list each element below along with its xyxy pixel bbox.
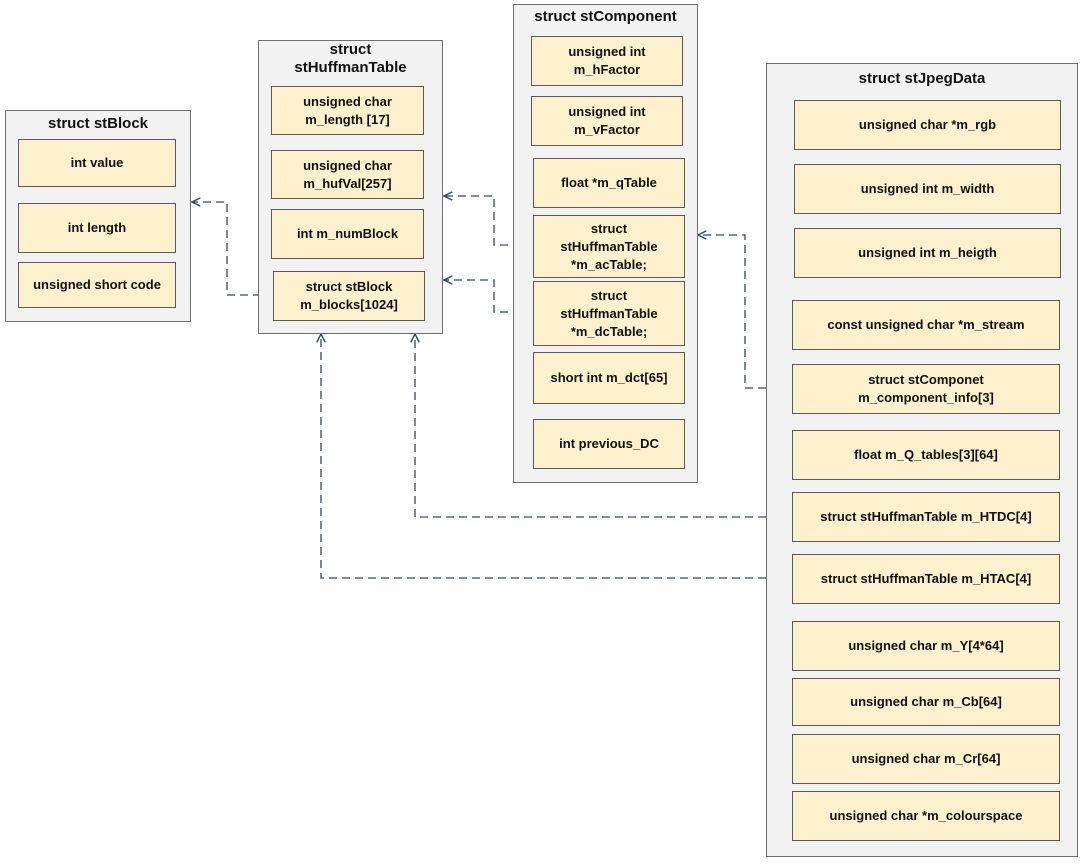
field-m-cr: unsigned char m_Cr[64]	[792, 734, 1060, 784]
field-m-dct: short int m_dct[65]	[533, 352, 685, 404]
struct-stblock: struct stBlock int value int length unsi…	[5, 110, 191, 322]
field-m-cb: unsigned char m_Cb[64]	[792, 678, 1060, 726]
field-m-hufval: unsigned char m_hufVal[257]	[271, 150, 424, 199]
field-m-component-info: struct stComponet m_component_info[3]	[792, 364, 1060, 414]
link-blocks-to-stblock	[192, 202, 274, 296]
field-value: int value	[18, 139, 176, 187]
field-code: unsigned short code	[18, 262, 176, 308]
struct-stjpegdata: struct stJpegData unsigned char *m_rgb u…	[766, 63, 1078, 857]
field-m-blocks: struct stBlock m_blocks[1024]	[273, 271, 425, 321]
struct-title: struct stBlock	[47, 115, 149, 132]
field-m-stream: const unsigned char *m_stream	[792, 300, 1060, 350]
link-htdc-to-huffmantable	[415, 334, 792, 518]
field-m-htdc: struct stHuffmanTable m_HTDC[4]	[792, 492, 1060, 542]
field-m-dctable: struct stHuffmanTable *m_dcTable;	[533, 281, 685, 346]
field-m-y: unsigned char m_Y[4*64]	[792, 621, 1060, 671]
link-htac-to-huffmantable	[321, 334, 792, 579]
struct-title: struct stComponent	[534, 8, 677, 25]
field-m-width: unsigned int m_width	[794, 164, 1061, 214]
struct-title: struct stJpegData	[858, 70, 986, 87]
field-m-htac: struct stHuffmanTable m_HTAC[4]	[792, 554, 1060, 604]
field-m-heigth: unsigned int m_heigth	[794, 228, 1061, 278]
link-component-info-to-stcomponent	[698, 235, 792, 389]
field-m-q-tables: float m_Q_tables[3][64]	[792, 430, 1060, 480]
field-previous-dc: int previous_DC	[533, 419, 685, 469]
field-m-numblock: int m_numBlock	[271, 209, 424, 259]
field-m-actable: struct stHuffmanTable *m_acTable;	[533, 215, 685, 278]
field-m-qtable: float *m_qTable	[533, 158, 685, 208]
struct-sthuffmantable: struct stHuffmanTable unsigned char m_le…	[258, 40, 443, 334]
field-m-length: unsigned char m_length [17]	[271, 86, 424, 135]
struct-title: struct stHuffmanTable	[294, 41, 407, 76]
field-m-vfactor: unsigned int m_vFactor	[531, 96, 683, 146]
field-length: int length	[18, 203, 176, 253]
field-m-hfactor: unsigned int m_hFactor	[531, 36, 683, 86]
field-m-colourspace: unsigned char *m_colourspace	[792, 791, 1060, 841]
field-m-rgb: unsigned char *m_rgb	[794, 100, 1061, 150]
struct-stcomponent: struct stComponent unsigned int m_hFacto…	[513, 4, 698, 483]
